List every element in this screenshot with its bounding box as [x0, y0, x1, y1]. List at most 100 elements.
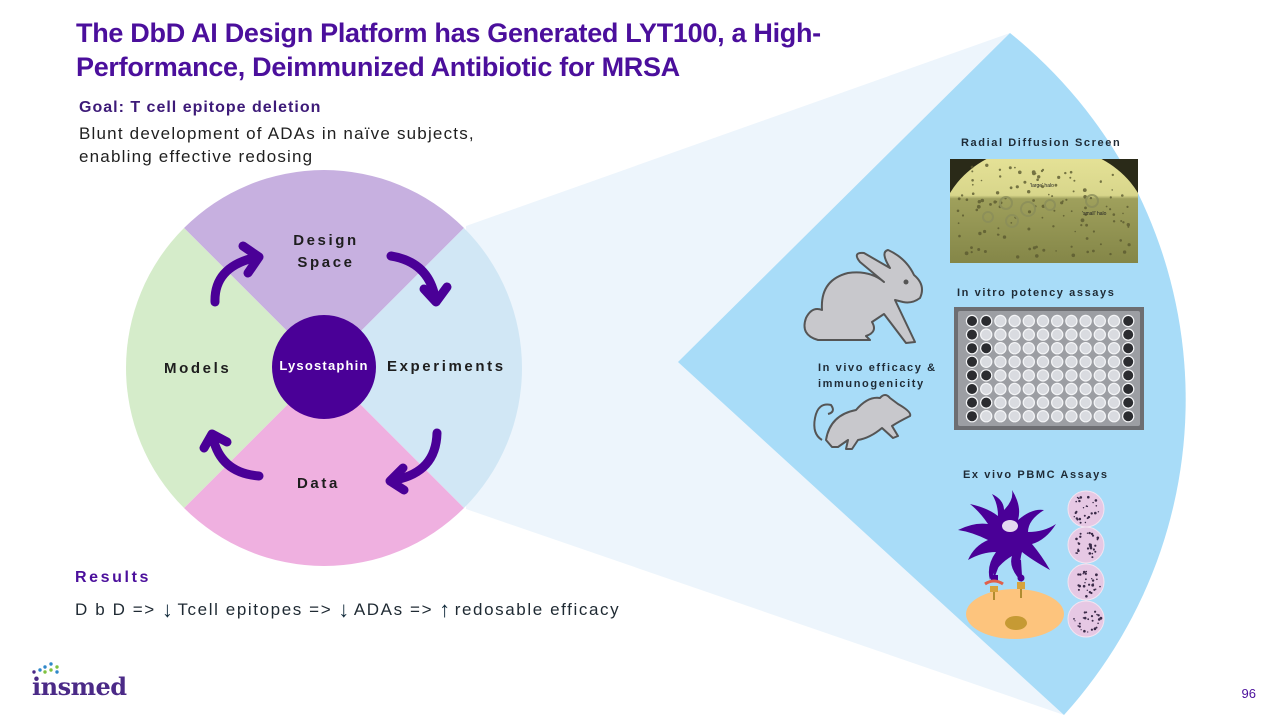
plate-well	[1065, 328, 1078, 341]
elispot-spot	[1078, 499, 1081, 503]
plate-well	[1036, 369, 1050, 382]
colony-dot	[1052, 225, 1055, 228]
plate-well	[965, 314, 979, 328]
colony-dot	[1122, 250, 1127, 254]
plate-well	[1093, 355, 1106, 369]
plate-well	[1107, 328, 1121, 341]
elispot-spot	[1088, 543, 1092, 546]
plate-well	[1008, 328, 1021, 341]
halo-ring	[1020, 201, 1036, 217]
plate-well	[1050, 382, 1064, 396]
elispot-spot	[1099, 585, 1101, 588]
plate-well	[1008, 382, 1021, 396]
elispot-spot	[1094, 550, 1097, 553]
colony-dot	[1121, 194, 1124, 197]
plate-well	[1121, 396, 1135, 409]
plate-well	[1008, 396, 1021, 409]
colony-dot	[1070, 245, 1073, 248]
colony-dot	[1073, 179, 1076, 182]
elispot-spot	[1077, 573, 1080, 576]
elispot-spot	[1076, 552, 1078, 554]
hub-label: Lysostaphin	[279, 358, 369, 373]
elispot-spot	[1079, 532, 1082, 535]
elispot-spot	[1096, 578, 1098, 581]
results-heading: Results	[75, 569, 151, 586]
plate-well	[1050, 314, 1064, 328]
logo-dots-icon	[32, 662, 59, 674]
colony-dot	[1082, 188, 1087, 192]
colony-dot	[1062, 214, 1065, 217]
elispot-spot	[1077, 625, 1079, 627]
quadrant-experiments	[324, 228, 522, 508]
plate-well	[965, 328, 979, 341]
colony-dot	[1099, 243, 1102, 246]
colony-dot	[995, 191, 1000, 195]
colony-dot	[1014, 166, 1016, 169]
colony-dot	[1084, 213, 1088, 216]
halo-ring	[1044, 199, 1056, 211]
arrow-design-to-experiments	[386, 251, 440, 302]
plate-well	[1008, 409, 1021, 423]
plate-well	[1079, 342, 1092, 355]
plate-well	[1036, 355, 1050, 369]
plate-well	[1022, 355, 1036, 369]
plate-well	[1008, 369, 1021, 382]
elispot-spot	[1084, 582, 1086, 584]
plate-well	[965, 396, 979, 409]
colony-dot	[1127, 243, 1131, 247]
quadrant-label-experiments: Experiments	[387, 358, 506, 375]
elispot-spot	[1090, 615, 1094, 618]
elispot-spot	[1079, 535, 1082, 538]
hub-circle	[272, 315, 376, 419]
elispot-spot	[1093, 588, 1096, 591]
elispot-spot	[1089, 546, 1093, 550]
in-vivo-line2: immunogenicity	[818, 378, 925, 390]
plate-well	[1093, 314, 1106, 328]
plate-well	[1008, 314, 1021, 328]
elispot-spot	[1085, 595, 1088, 598]
colony-dot	[1109, 208, 1112, 211]
elispot-spot	[1087, 618, 1090, 621]
colony-dot	[1092, 249, 1095, 253]
colony-dot	[1032, 199, 1035, 202]
colony-dot	[989, 203, 992, 206]
plate-well	[994, 409, 1007, 423]
colony-dot	[971, 179, 974, 182]
elispot-spot	[1091, 552, 1094, 555]
plate-well	[1022, 382, 1036, 396]
plate-well	[1121, 382, 1135, 396]
plate-well	[1121, 355, 1135, 369]
elispot-spot	[1091, 578, 1093, 580]
colony-dot	[1009, 186, 1013, 190]
colony-dot	[1032, 246, 1036, 250]
elispot-spot	[1073, 618, 1075, 620]
plate-well	[994, 342, 1007, 355]
elispot-wells	[1067, 490, 1105, 638]
colony-dot	[998, 168, 1002, 171]
elispot-spot	[1091, 556, 1094, 559]
quadrant-label-design-space: Design Space	[274, 230, 378, 274]
plate-well	[1093, 328, 1106, 341]
plate-well	[1022, 396, 1036, 409]
colony-dot	[1085, 237, 1089, 240]
colony-dot	[983, 229, 987, 234]
colony-dot	[1089, 196, 1093, 200]
quadrant-label-models: Models	[164, 360, 232, 377]
plate-well	[1065, 314, 1078, 328]
plate-well	[980, 396, 993, 409]
plate-well	[1107, 369, 1121, 382]
colony-dot	[1120, 220, 1123, 222]
colony-dot	[980, 179, 983, 182]
elispot-spot	[1084, 521, 1087, 524]
plate-well	[994, 369, 1007, 382]
colony-dot	[1109, 252, 1112, 256]
elispot-spot	[1074, 511, 1077, 515]
elispot-well	[1067, 563, 1105, 601]
colony-dot	[1127, 225, 1130, 228]
elispot-spot	[1096, 538, 1099, 541]
dendritic-cell-icon	[958, 490, 1056, 582]
quadrant-models	[126, 228, 325, 508]
colony-dot	[1036, 178, 1039, 181]
elispot-spot	[1075, 500, 1077, 503]
elispot-spot	[1097, 511, 1100, 513]
